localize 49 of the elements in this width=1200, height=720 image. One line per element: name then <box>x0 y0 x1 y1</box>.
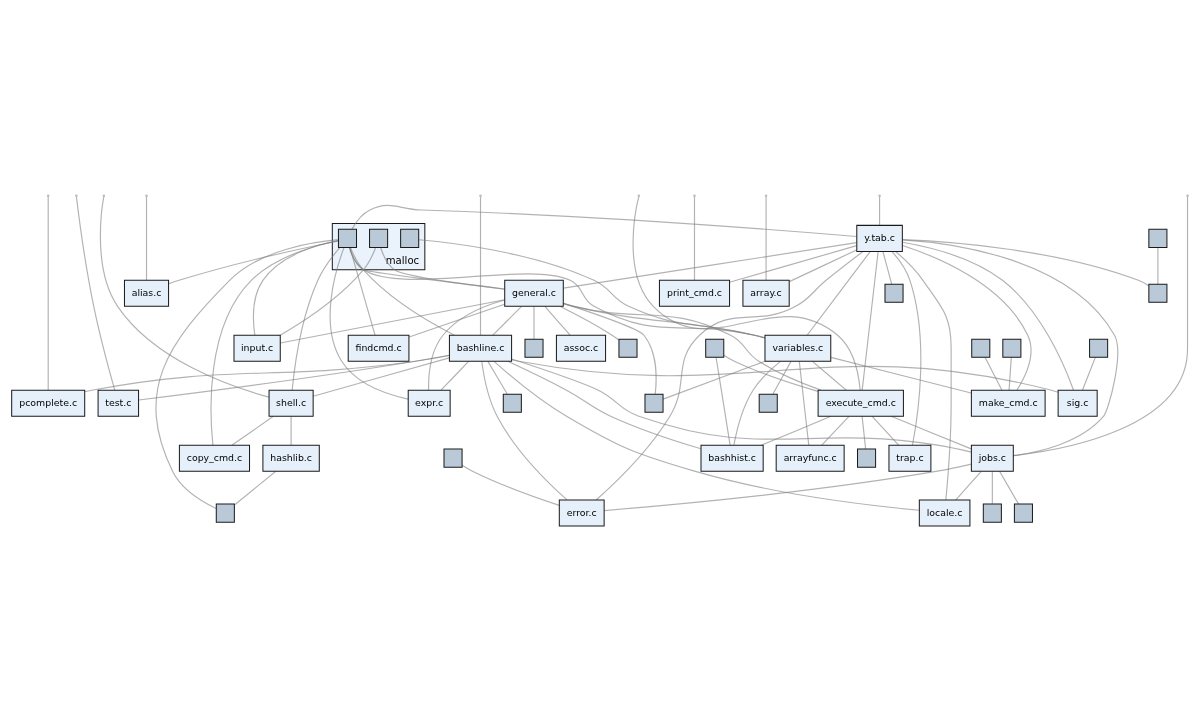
node-box <box>644 393 664 413</box>
node-box <box>1148 283 1168 303</box>
cluster: malloc <box>331 222 426 270</box>
node-box: error.c <box>558 499 605 527</box>
node-box: trap.c <box>888 444 932 472</box>
connector <box>507 360 702 449</box>
node-box <box>705 338 725 358</box>
node-box: test.c <box>97 389 140 417</box>
node-box: sig.c <box>1057 389 1098 417</box>
node-box <box>337 228 358 248</box>
node-box: print_cmd.c <box>658 279 731 307</box>
node-box <box>400 228 420 248</box>
connector <box>901 238 1119 456</box>
node-box: shell.c <box>268 389 314 417</box>
connector <box>1012 195 1189 456</box>
node-box: arrayfunc.c <box>775 444 845 472</box>
node-box <box>1002 338 1022 358</box>
node-box: general.c <box>504 279 564 307</box>
node-box: bashline.c <box>448 334 513 362</box>
node-box <box>1013 503 1033 523</box>
node-box: execute_cmd.c <box>817 389 904 417</box>
node-box: copy_cmd.c <box>178 444 251 472</box>
node-box: hashlib.c <box>262 444 320 472</box>
node-box <box>443 448 463 468</box>
node-box: make_cmd.c <box>970 389 1046 417</box>
node-box <box>215 503 235 523</box>
node-box: alias.c <box>123 279 170 307</box>
node-box <box>1148 228 1168 248</box>
node-box <box>1089 338 1109 358</box>
node-box <box>524 338 544 358</box>
node-box: input.c <box>233 334 281 362</box>
node-box <box>982 503 1002 523</box>
node-box: expr.c <box>407 389 451 417</box>
node-box: assoc.c <box>555 334 607 362</box>
node-box: y.tab.c <box>856 224 903 252</box>
node-box <box>857 448 877 468</box>
node-box <box>618 338 638 358</box>
node-box: jobs.c <box>970 444 1014 472</box>
node-box: array.c <box>742 279 790 307</box>
node-box: bashhist.c <box>700 444 764 472</box>
node-box <box>971 338 991 358</box>
node-box: locale.c <box>918 499 971 527</box>
node-box: variables.c <box>764 334 832 362</box>
node-box <box>502 393 522 413</box>
node-box: findcmd.c <box>347 334 410 362</box>
node-box: pcomplete.c <box>11 389 86 417</box>
node-box <box>369 228 389 248</box>
node-box <box>758 393 778 413</box>
node-box <box>884 283 904 303</box>
